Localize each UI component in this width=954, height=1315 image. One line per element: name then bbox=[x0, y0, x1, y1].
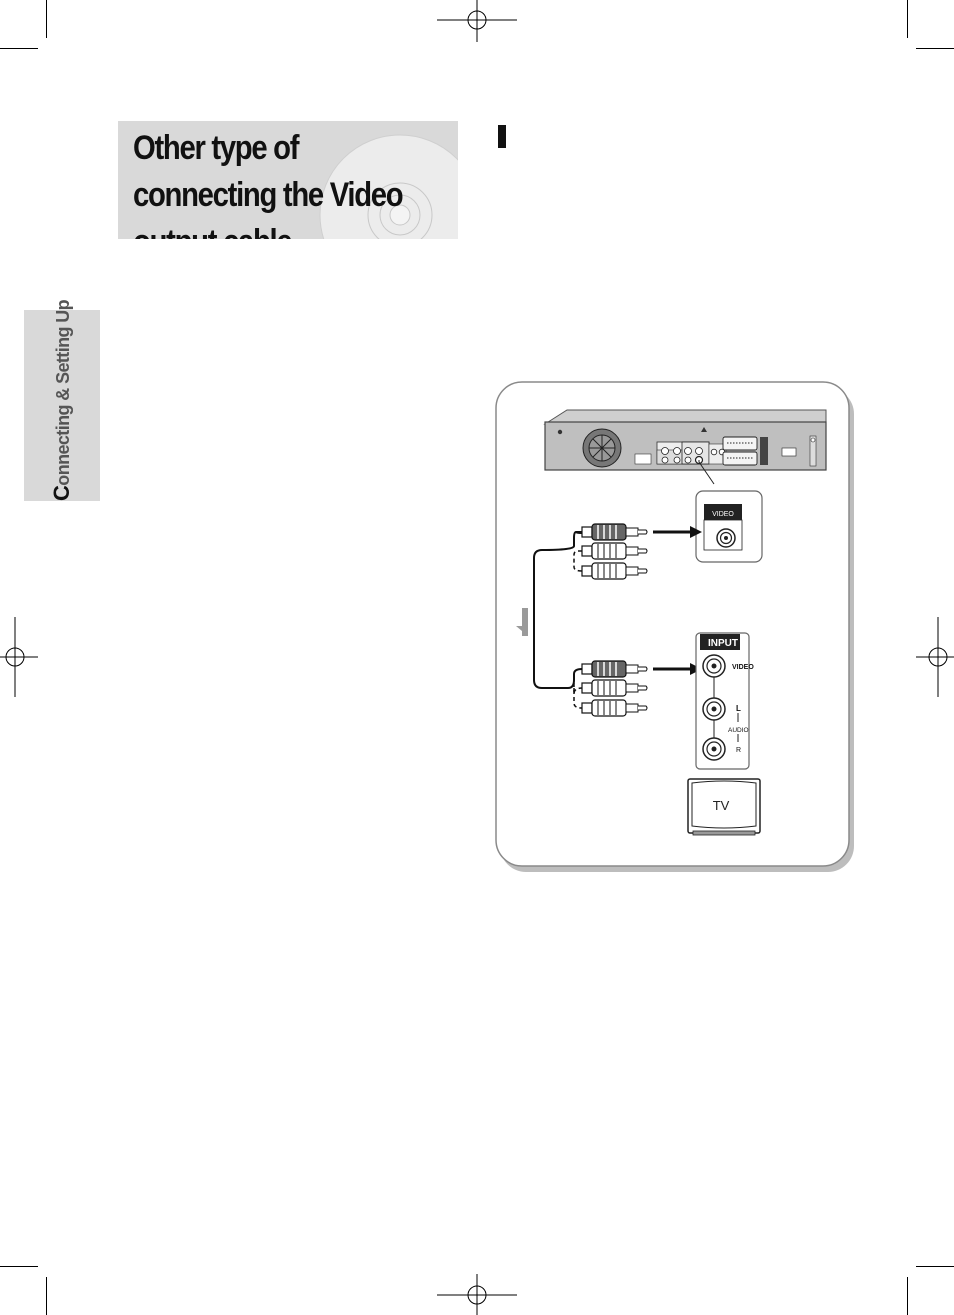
tv-audio-l-label: L bbox=[736, 704, 741, 713]
tv-label: TV bbox=[713, 798, 730, 813]
registration-mark-bottom bbox=[437, 1274, 517, 1315]
connection-arrow-recorder bbox=[653, 526, 702, 538]
side-tab: Connecting & Setting Up bbox=[24, 300, 100, 501]
rca-plugs-tv-side bbox=[581, 660, 648, 717]
title-block: Other type of connecting the Video outpu… bbox=[118, 121, 458, 239]
registration-mark-left bbox=[0, 617, 38, 697]
recorder-video-jack-callout bbox=[695, 490, 763, 563]
registration-mark-right bbox=[916, 617, 954, 697]
cable-direction-arrow bbox=[516, 608, 528, 636]
recorder-rear-panel bbox=[543, 409, 827, 485]
tv-audio-label: AUDIO bbox=[728, 727, 749, 734]
tv-input-title: INPUT bbox=[708, 638, 738, 649]
registration-mark-top bbox=[437, 0, 517, 42]
tv-video-label: VIDEO bbox=[732, 664, 754, 671]
disc-icon bbox=[319, 134, 458, 239]
side-tab-initial: C bbox=[49, 485, 74, 501]
tv-audio-r-label: R bbox=[736, 747, 741, 754]
section-marker bbox=[498, 125, 506, 148]
rca-plugs-recorder-side bbox=[575, 523, 648, 580]
connection-diagram: VIDEO INPUT VIDEO L AUDIO R TV bbox=[492, 380, 856, 876]
recorder-video-label: VIDEO bbox=[712, 511, 734, 518]
page-title: Other type of connecting the Video outpu… bbox=[133, 129, 404, 239]
cable-runs bbox=[533, 531, 583, 709]
tv-icon bbox=[687, 778, 761, 836]
side-tab-label: Connecting & Setting Up bbox=[48, 300, 76, 501]
tv-input-panel bbox=[695, 632, 750, 770]
fan-icon bbox=[582, 428, 622, 468]
side-tab-text: onnecting & Setting Up bbox=[53, 299, 73, 486]
